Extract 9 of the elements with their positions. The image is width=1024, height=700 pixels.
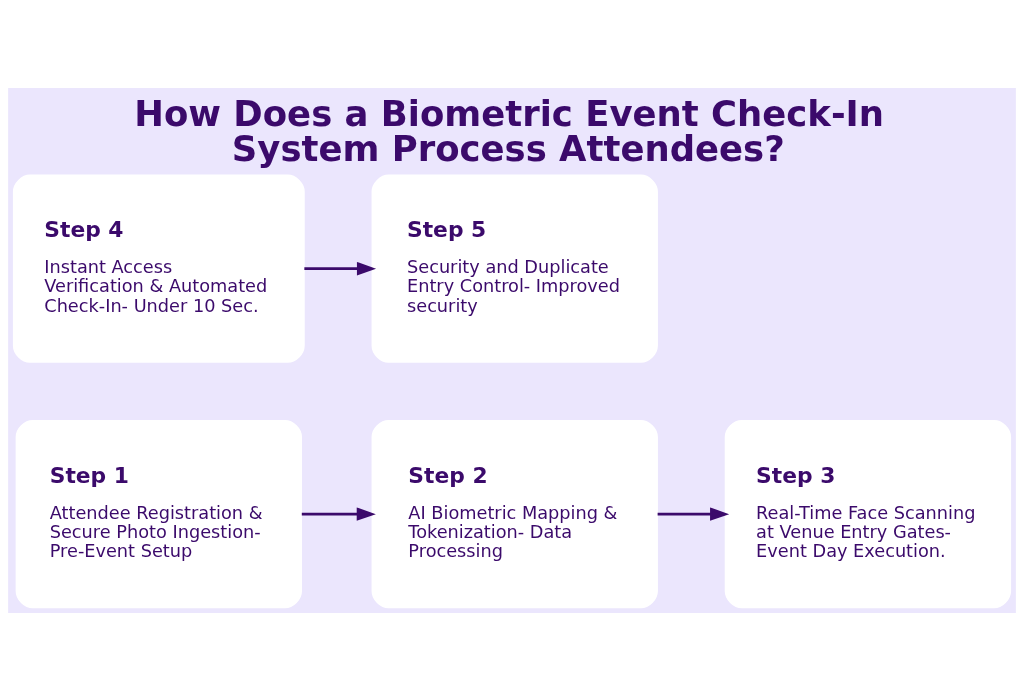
- diagram-title: How Does a Biometric Event Check-In System Process Attendees?: [134, 92, 885, 169]
- node-box: Step 2 AI Biometric Mapping & Tokenization- Data Processing: [371, 419, 658, 608]
- node-box: Step 1 Attendee Registration & Secure Photo Ingestion- Pre-Event Setup: [15, 419, 302, 608]
- arrow: [301, 506, 376, 521]
- node-box: Step 5 Security and Duplicate Entry Control- Improved security: [371, 174, 658, 363]
- arrow: [657, 506, 730, 521]
- arrow: [304, 261, 377, 275]
- node-box: Step 4 Instant Access Verification & Automated Check-In- Under 10 Sec.: [12, 174, 305, 363]
- node-box: Step 3 Real-Time Face Scanning at Venue Entry Gates-Event Day Execution.: [724, 419, 1012, 608]
